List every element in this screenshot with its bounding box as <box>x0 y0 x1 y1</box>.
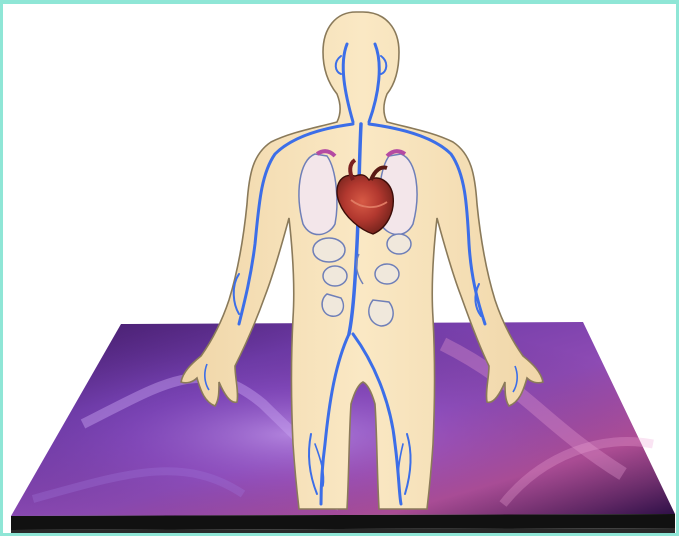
lung-left <box>299 154 337 235</box>
stomach <box>387 234 411 254</box>
platform-edge <box>11 514 675 530</box>
intestine-right <box>369 300 393 326</box>
kidney-icon <box>323 266 347 286</box>
kidney-right <box>375 264 399 284</box>
circulatory-system-diagram <box>3 4 679 536</box>
liver-lobe <box>313 238 345 262</box>
intestine-left <box>322 294 343 316</box>
